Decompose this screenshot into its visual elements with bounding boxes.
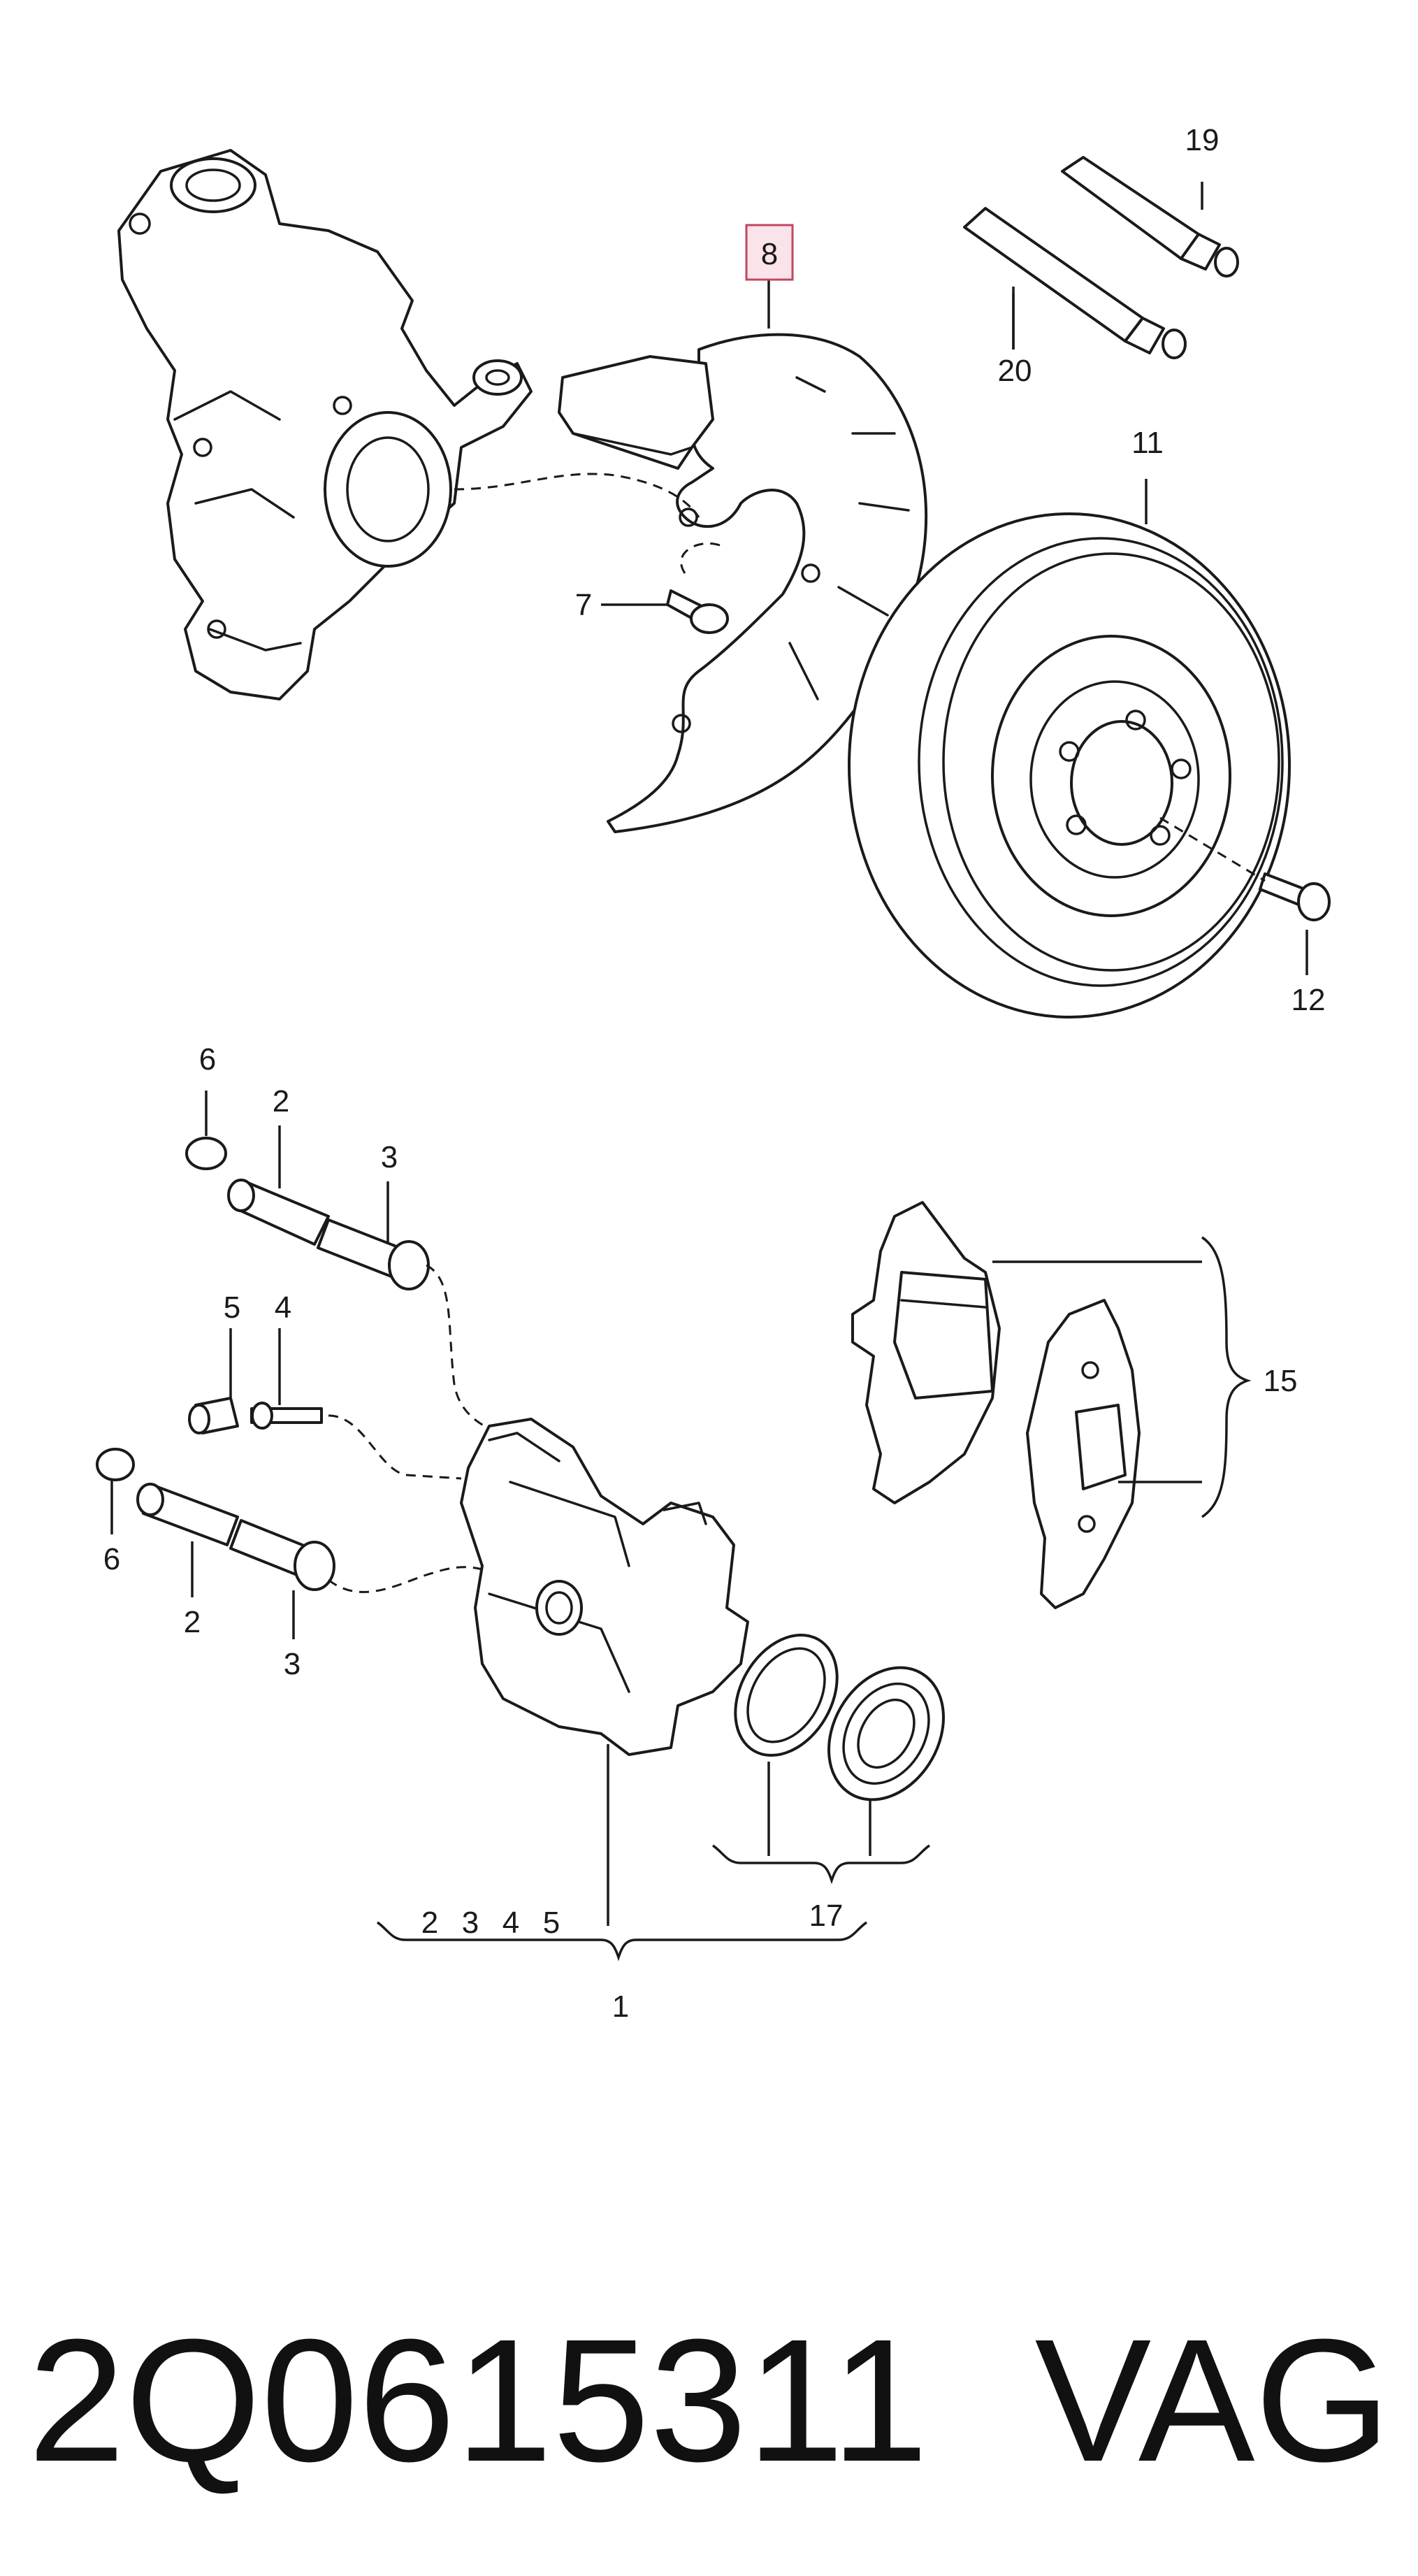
callout-4: 4 <box>275 1290 291 1325</box>
group-item-5: 5 <box>543 1906 560 1940</box>
callout-8: 8 <box>761 237 778 271</box>
bleed-valve-4 <box>250 1402 323 1430</box>
bushing-upper-link <box>426 1264 518 1441</box>
callout-6-upper: 6 <box>199 1042 216 1077</box>
part-number: 2Q0615311 <box>28 2303 928 2498</box>
knuckle-shield-link <box>454 473 700 518</box>
callout-5: 5 <box>224 1290 240 1325</box>
dust-cap-5 <box>188 1397 239 1434</box>
callout-15: 15 <box>1264 1364 1298 1398</box>
brand-name: VAG <box>1035 2303 1391 2498</box>
guide-pin-2-upper <box>227 1179 330 1246</box>
callout-6-lower: 6 <box>103 1542 120 1576</box>
callout-2-lower: 2 <box>184 1605 201 1639</box>
bolt-12 <box>1259 872 1331 921</box>
brake-disc <box>848 512 1291 1019</box>
brake-caliper <box>460 1418 749 1756</box>
callout-12: 12 <box>1292 983 1326 1017</box>
cap-6-upper <box>185 1137 227 1170</box>
brake-pad-inner <box>1026 1299 1141 1609</box>
piston-seal <box>734 1633 839 1757</box>
callout-20: 20 <box>998 354 1032 388</box>
grease-tube-19 <box>1061 156 1239 278</box>
valve-link <box>328 1414 462 1480</box>
callout-3-upper: 3 <box>381 1140 398 1174</box>
splash-shield <box>558 333 928 833</box>
callout-1: 1 <box>612 1989 629 2024</box>
callout-19: 19 <box>1185 123 1220 157</box>
dust-boot <box>827 1666 945 1801</box>
cap-6-lower <box>96 1448 135 1481</box>
leader-lines <box>110 182 1308 1962</box>
group-item-3: 3 <box>462 1906 479 1940</box>
callout-7: 7 <box>575 588 592 622</box>
steering-knuckle <box>117 149 533 700</box>
callout-17: 17 <box>809 1899 844 1933</box>
bolt-7 <box>666 589 729 634</box>
bushing-3-upper <box>317 1218 430 1290</box>
callout-11: 11 <box>1131 426 1164 460</box>
bushing-lower-link <box>328 1566 483 1593</box>
disc-bolt-link <box>1159 816 1266 882</box>
shield-bolt-link <box>680 542 721 574</box>
callout-3-lower: 3 <box>284 1647 301 1681</box>
guide-pin-2-lower <box>136 1483 239 1546</box>
callout-2-upper: 2 <box>273 1084 289 1118</box>
group-item-4: 4 <box>502 1906 519 1940</box>
bushing-3-lower <box>229 1519 335 1591</box>
callout-8-highlight <box>745 224 794 281</box>
brake-pad-outer <box>851 1201 1001 1504</box>
grease-tube-20 <box>963 207 1187 359</box>
group-item-2: 2 <box>421 1906 438 1940</box>
